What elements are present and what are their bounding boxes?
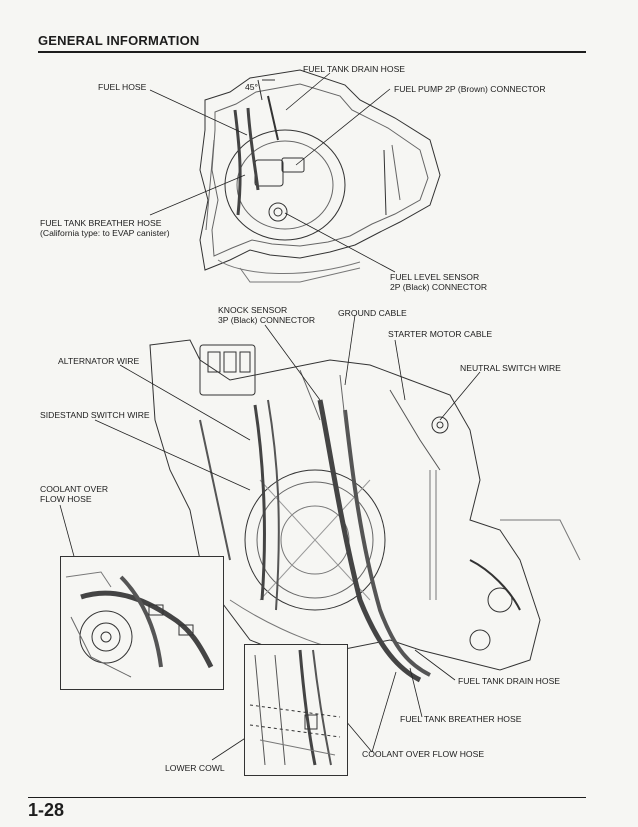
lower-cowl-drawing: [249, 649, 341, 766]
coolant-detail-drawing: [65, 571, 214, 678]
label-fuel-tank-breather-hose-top: FUEL TANK BREATHER HOSE (California type…: [40, 218, 170, 238]
inset-lower-cowl-detail: [244, 644, 348, 776]
label-knock-sensor: KNOCK SENSOR 3P (Black) CONNECTOR: [218, 305, 315, 325]
label-coolant-over-flow-hose-bottom: COOLANT OVER FLOW HOSE: [362, 749, 485, 759]
label-line: FUEL TANK BREATHER HOSE: [40, 218, 162, 228]
label-line: COOLANT OVER: [40, 484, 109, 494]
label-line: FUEL LEVEL SENSOR: [390, 272, 480, 282]
header-rule: [38, 51, 586, 53]
label-lower-cowl: LOWER COWL: [165, 763, 225, 773]
label-line: (California type: to EVAP canister): [40, 228, 170, 238]
label-alternator-wire: ALTERNATOR WIRE: [58, 356, 140, 366]
label-fuel-hose: FUEL HOSE: [98, 82, 147, 92]
footer-rule: [28, 797, 586, 798]
label-line: KNOCK SENSOR: [218, 305, 288, 315]
label-sidestand-switch-wire: SIDESTAND SWITCH WIRE: [40, 410, 150, 420]
angle-label: 45°: [245, 82, 258, 92]
label-line: FLOW HOSE: [40, 494, 92, 504]
label-line: 2P (Black) CONNECTOR: [390, 282, 488, 292]
label-starter-motor-cable: STARTER MOTOR CABLE: [388, 329, 493, 339]
label-fuel-tank-breather-hose-bottom: FUEL TANK BREATHER HOSE: [400, 714, 522, 724]
section-header: GENERAL INFORMATION: [38, 33, 200, 48]
fuel-tank-drawing: [199, 69, 441, 283]
label-ground-cable: GROUND CABLE: [338, 308, 407, 318]
label-coolant-over-flow-hose: COOLANT OVER FLOW HOSE: [40, 484, 108, 504]
label-neutral-switch-wire: NEUTRAL SWITCH WIRE: [460, 363, 561, 373]
label-line: 3P (Black) CONNECTOR: [218, 315, 316, 325]
page-number: 1-28: [28, 800, 65, 820]
label-fuel-tank-drain-hose-bottom: FUEL TANK DRAIN HOSE: [458, 676, 561, 686]
inset-coolant-detail: [60, 556, 224, 690]
label-fuel-level-sensor: FUEL LEVEL SENSOR 2P (Black) CONNECTOR: [390, 272, 487, 292]
label-fuel-pump-connector: FUEL PUMP 2P (Brown) CONNECTOR: [394, 84, 546, 94]
engine-drawing: [149, 339, 581, 683]
label-fuel-tank-drain-hose-top: FUEL TANK DRAIN HOSE: [303, 64, 406, 74]
